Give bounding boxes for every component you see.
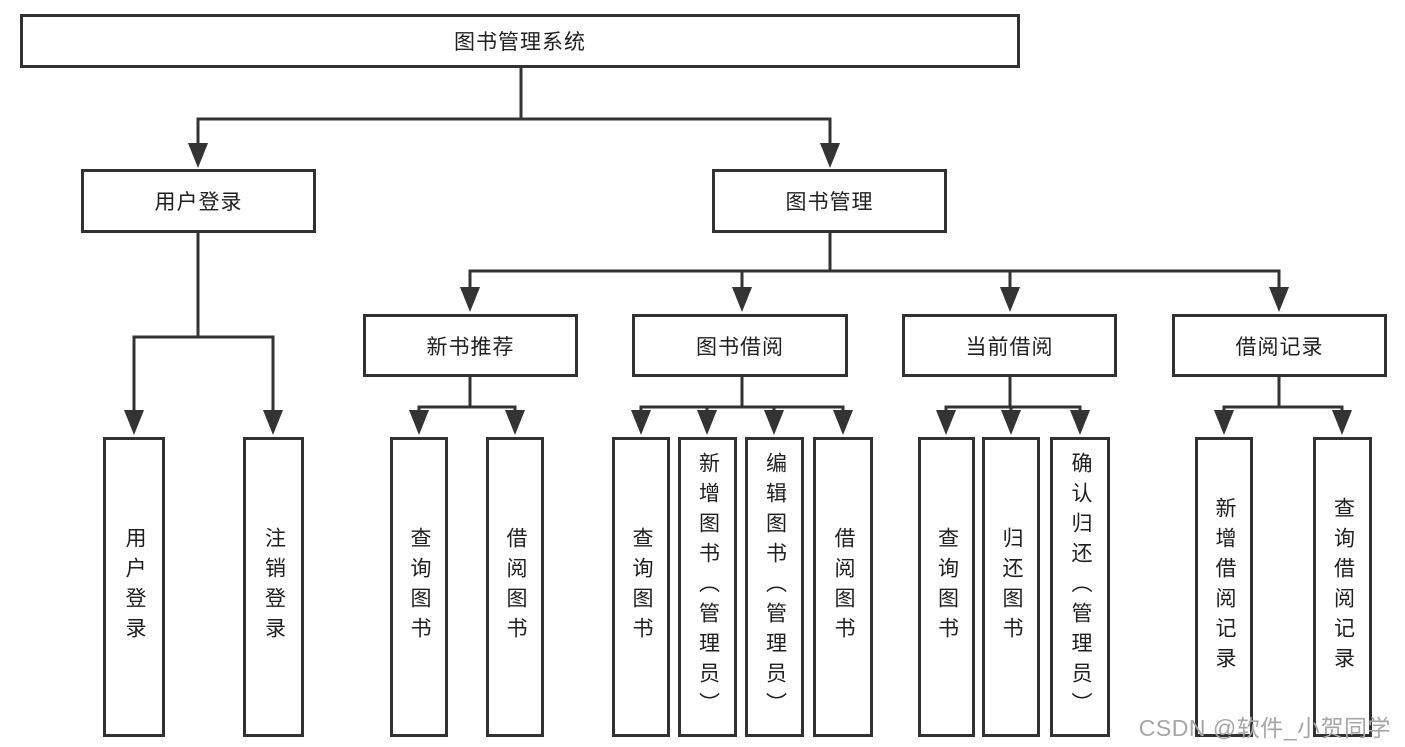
node-library-system: 图书管理系统 — [20, 14, 1020, 68]
node-borrowing-records: 借阅记录 — [1172, 314, 1387, 377]
borrowing-records-connector — [1214, 377, 1352, 435]
node-book-management-label: 图书管理 — [785, 191, 874, 214]
leaf-borrow-books-label: 借阅图书 — [504, 527, 528, 647]
leaf-borrow-books: 借阅图书 — [486, 437, 544, 737]
leaf-search-books-label: 查询图书 — [408, 527, 432, 647]
current-borrowing-connector — [936, 377, 1090, 435]
node-current-borrowing-label: 当前借阅 — [965, 335, 1054, 359]
node-user-login: 用户登录 — [81, 169, 316, 233]
node-library-system-label: 图书管理系统 — [454, 31, 586, 54]
leaf-borrow-books: 借阅图书 — [813, 437, 873, 737]
leaf-add-books-admin: 新增图书（管理员） — [678, 437, 737, 737]
leaf-confirm-return-admin-label: 确认归还（管理员） — [1069, 452, 1093, 722]
node-book-management: 图书管理 — [712, 169, 947, 233]
book-borrowing-connector — [631, 377, 853, 435]
level1-connector — [188, 67, 840, 168]
new-book-recommendation-connector — [409, 377, 525, 435]
node-borrowing-records-label: 借阅记录 — [1235, 335, 1324, 359]
leaf-add-borrow-record-label: 新增借阅记录 — [1213, 497, 1237, 677]
node-book-borrowing-label: 图书借阅 — [696, 335, 784, 359]
leaf-search-borrow-record: 查询借阅记录 — [1313, 437, 1372, 737]
leaf-add-borrow-record: 新增借阅记录 — [1195, 437, 1253, 737]
leaf-add-books-admin-label: 新增图书（管理员） — [696, 452, 720, 722]
user-login-connector — [124, 232, 283, 435]
leaf-return-books-label: 归还图书 — [1000, 527, 1024, 647]
book-management-connector — [460, 232, 1289, 312]
leaf-user-login-label: 用户登录 — [123, 527, 147, 647]
leaf-logout-label: 注销登录 — [262, 527, 286, 647]
node-new-book-recommendation: 新书推荐 — [363, 314, 578, 377]
node-user-login-label: 用户登录 — [154, 191, 243, 214]
leaf-search-borrow-record-label: 查询借阅记录 — [1331, 497, 1355, 677]
leaf-search-books-label: 查询图书 — [935, 527, 959, 647]
node-new-book-recommendation-label: 新书推荐 — [426, 335, 515, 359]
leaf-search-books: 查询图书 — [390, 437, 448, 737]
leaf-search-books: 查询图书 — [612, 437, 670, 737]
leaf-return-books: 归还图书 — [982, 437, 1040, 737]
leaf-borrow-books-label: 借阅图书 — [832, 527, 856, 647]
node-current-borrowing: 当前借阅 — [902, 314, 1117, 377]
node-book-borrowing: 图书借阅 — [632, 314, 848, 377]
leaf-edit-books-admin: 编辑图书（管理员） — [745, 437, 804, 737]
leaf-edit-books-admin-label: 编辑图书（管理员） — [763, 452, 787, 722]
leaf-search-books: 查询图书 — [918, 437, 975, 737]
leaf-user-login: 用户登录 — [103, 437, 165, 737]
leaf-confirm-return-admin: 确认归还（管理员） — [1050, 437, 1110, 737]
leaf-logout: 注销登录 — [243, 437, 304, 737]
csdn-watermark: CSDN @软件_小贺同学 — [1138, 715, 1391, 741]
leaf-search-books-label: 查询图书 — [630, 527, 654, 647]
